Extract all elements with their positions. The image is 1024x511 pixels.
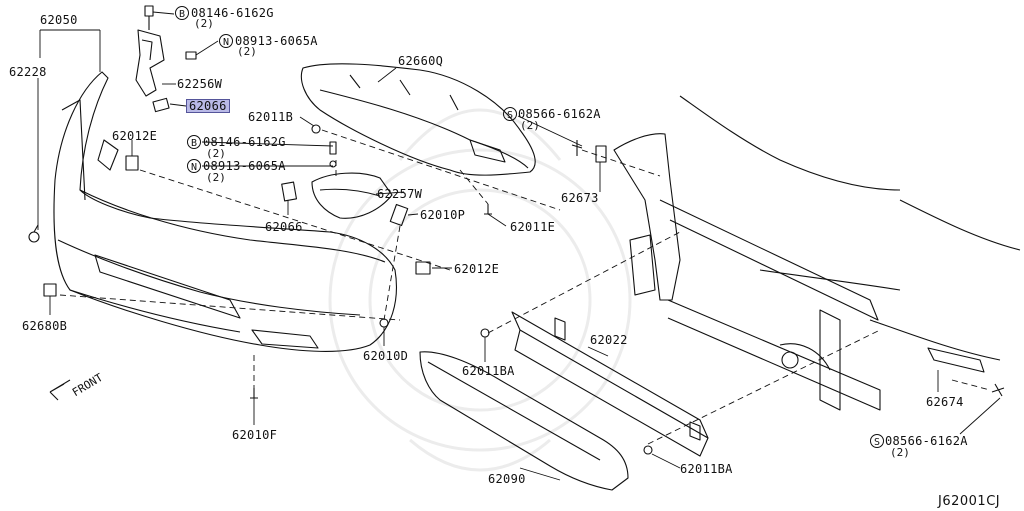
symbol-n-1: N [223, 37, 229, 48]
bracket-62674 [927, 347, 985, 373]
part-label-62256w[interactable]: 62256W [177, 77, 223, 91]
symbol-b-1: B [179, 9, 185, 20]
part-label-62011ba-right[interactable]: 62011BA [680, 462, 733, 476]
bumper-bracket-lower [311, 141, 393, 219]
part-label-62022[interactable]: 62022 [590, 333, 628, 347]
symbol-b-2: B [191, 138, 197, 149]
qty-08913-mid: (2) [206, 171, 226, 184]
clip-62680b [43, 283, 57, 297]
front-arrow-icon [49, 379, 71, 401]
bumper-reinforcement [511, 311, 709, 457]
qty-08566-bot: (2) [890, 446, 910, 459]
part-label-62011ba-left[interactable]: 62011BA [462, 364, 515, 378]
assembly-guide-lines [59, 129, 991, 445]
engine-undercover [300, 63, 536, 176]
symbol-s-2: S [874, 437, 880, 448]
part-label-62050[interactable]: 62050 [40, 13, 78, 27]
diagram-code: J62001CJ [938, 494, 1001, 509]
qty-08566-top: (2) [520, 119, 540, 132]
radiator-core-support [613, 95, 1021, 411]
qty-08146-top: (2) [194, 17, 214, 30]
part-label-62680b[interactable]: 62680B [22, 319, 68, 333]
watermark-emblem [328, 108, 632, 472]
part-label-62066-highlighted[interactable]: 62066 [186, 99, 230, 113]
part-label-08566-top[interactable]: 08566-6162A [518, 107, 601, 121]
clip-pads [152, 97, 298, 202]
part-label-62257w[interactable]: 62257W [377, 187, 423, 201]
part-label-08146-top[interactable]: 08146-6162G [191, 6, 274, 20]
fasteners [250, 124, 1005, 455]
part-label-62066[interactable]: 62066 [265, 220, 303, 234]
part-label-62674[interactable]: 62674 [926, 395, 964, 409]
part-label-08566-bot[interactable]: 08566-6162A [885, 434, 968, 448]
part-label-08913-mid[interactable]: 08913-6065A [203, 159, 286, 173]
part-label-62673[interactable]: 62673 [561, 191, 599, 205]
part-label-62011e[interactable]: 62011E [510, 220, 556, 234]
part-label-62012e-left[interactable]: 62012E [112, 129, 158, 143]
part-label-62010d[interactable]: 62010D [363, 349, 409, 363]
part-label-62090[interactable]: 62090 [488, 472, 526, 486]
bracket-62673 [595, 145, 607, 163]
symbol-n-2: N [191, 162, 197, 173]
clip-62012e-left [125, 155, 139, 171]
part-label-08913-top[interactable]: 08913-6065A [235, 34, 318, 48]
qty-08146-mid: (2) [206, 147, 226, 160]
clip-62010p [389, 203, 409, 227]
part-label-08146-mid[interactable]: 08146-6162G [203, 135, 286, 149]
energy-absorber [419, 351, 629, 491]
part-label-62011b[interactable]: 62011B [248, 110, 294, 124]
clip-62012e-right [415, 261, 431, 275]
part-label-62010p[interactable]: 62010P [420, 208, 466, 222]
part-label-62660q[interactable]: 62660Q [398, 54, 444, 68]
qty-08913-top: (2) [237, 45, 257, 58]
symbol-s-1: S [507, 110, 513, 121]
part-label-62012e-right[interactable]: 62012E [454, 262, 500, 276]
front-bumper-fascia [28, 71, 397, 352]
leader-lines [37, 11, 1001, 481]
part-label-62010f[interactable]: 62010F [232, 428, 278, 442]
bumper-bracket-upper [135, 5, 197, 97]
part-label-62228[interactable]: 62228 [9, 65, 47, 79]
